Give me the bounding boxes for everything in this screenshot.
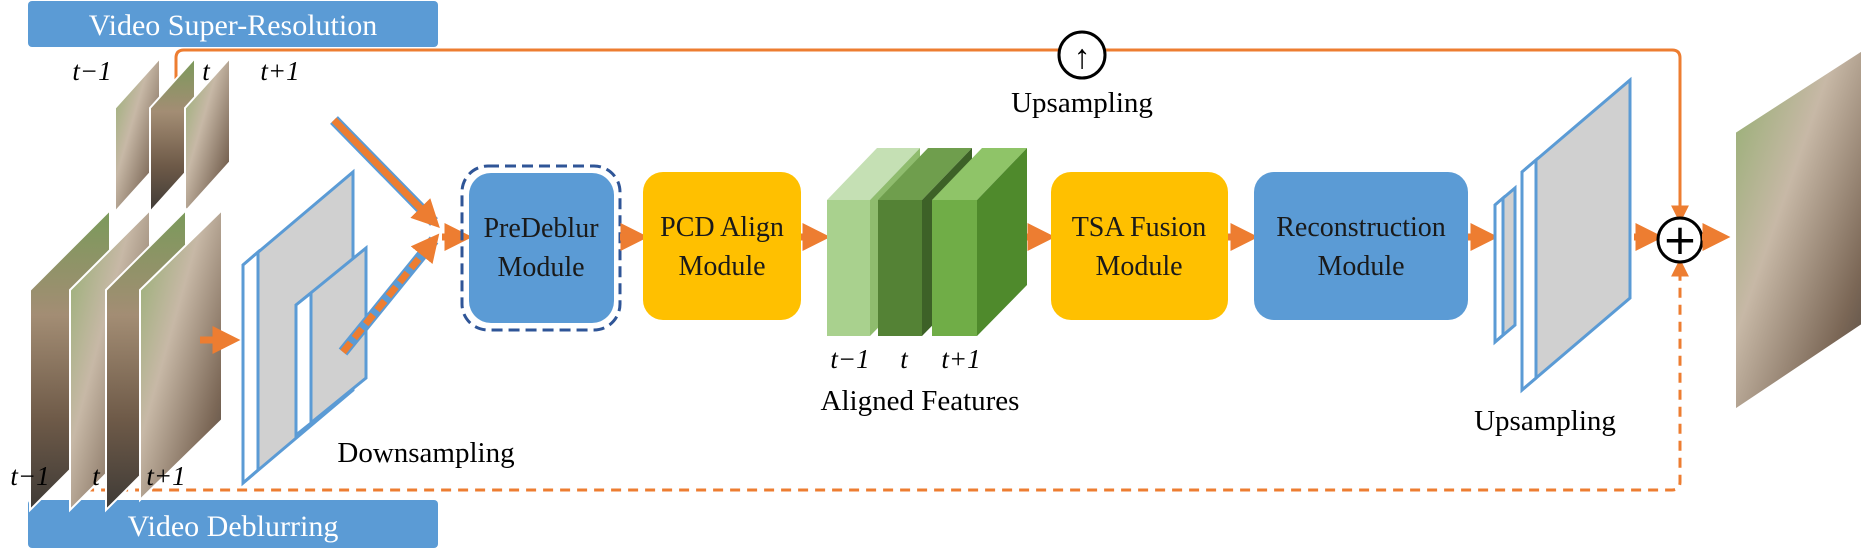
pcd-label-line2: Module	[678, 251, 765, 282]
plus-circle-icon: +	[1662, 215, 1697, 264]
pcd-label-line1: PCD Align	[660, 212, 784, 243]
sr-input-frames	[114, 55, 231, 215]
deblur-input-frames	[29, 207, 223, 513]
pcd-align-module: PCD Align Module	[643, 172, 801, 320]
up-arrow-circle-icon: ↑	[1074, 39, 1091, 76]
banner-video-super-resolution: Video Super-Resolution	[28, 1, 438, 47]
predeblur-module: PreDeblur Module	[460, 164, 622, 332]
aligned-feature-blocks	[827, 148, 1027, 336]
aligned-label-next: t+1	[941, 344, 980, 374]
predeblur-label-line1: PreDeblur	[483, 213, 599, 244]
aligned-features-label: Aligned Features	[821, 385, 1020, 417]
output-frame	[1734, 48, 1862, 412]
upsampling-blocks	[1493, 76, 1632, 394]
sr-frame-label-prev: t−1	[72, 56, 111, 86]
predeblur-label-line2: Module	[497, 252, 584, 283]
upsampling-bottom-label: Upsampling	[1474, 405, 1616, 437]
tsa-label-line1: TSA Fusion	[1072, 212, 1207, 243]
aligned-label-prev: t−1	[830, 344, 869, 374]
aligned-label-cur: t	[900, 344, 909, 374]
sr-bypass-arrow	[331, 117, 440, 228]
deblur-frame-label-next: t+1	[146, 461, 185, 491]
tsa-fusion-module: TSA Fusion Module	[1051, 172, 1228, 320]
tsa-label-line2: Module	[1095, 251, 1182, 282]
banner-deblur-label: Video Deblurring	[128, 510, 339, 543]
deblur-frame-label-cur: t	[92, 461, 101, 491]
downsampling-blocks	[241, 168, 368, 487]
banner-video-deblurring: Video Deblurring	[28, 500, 438, 548]
downsampling-label: Downsampling	[337, 437, 514, 469]
add-operator: +	[1656, 215, 1704, 264]
sr-frame-label-next: t+1	[260, 56, 299, 86]
upsampling-operator: ↑	[1057, 30, 1107, 80]
upsampling-top-label: Upsampling	[1011, 87, 1153, 119]
banner-sr-label: Video Super-Resolution	[89, 9, 377, 42]
sr-frame-label-cur: t	[202, 56, 211, 86]
deblur-frame-label-prev: t−1	[10, 461, 49, 491]
reconstruction-label-line1: Reconstruction	[1276, 212, 1446, 243]
reconstruction-module: Reconstruction Module	[1254, 172, 1468, 320]
downsample-to-predeblur-arrow	[340, 233, 440, 355]
reconstruction-label-line2: Module	[1317, 251, 1404, 282]
sr-skip-path	[174, 48, 1689, 224]
